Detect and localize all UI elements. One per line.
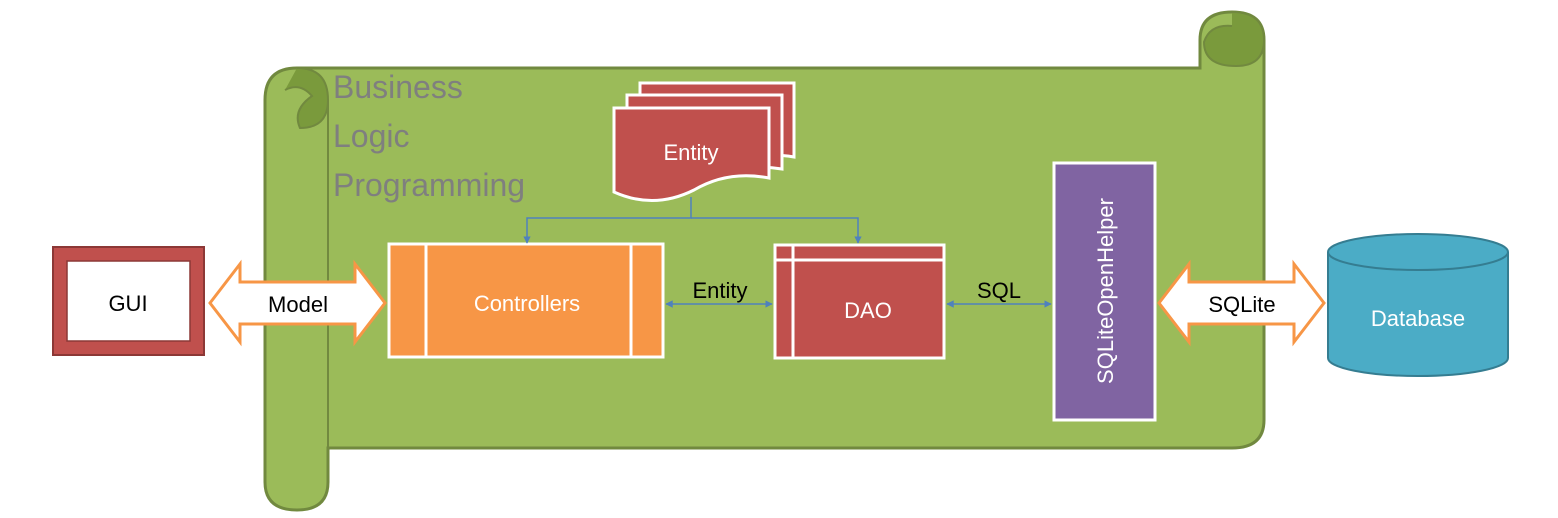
entity-connector: Entity xyxy=(665,278,773,308)
business-logic-scroll: Business Logic Programming xyxy=(263,10,1266,512)
model-label: Model xyxy=(268,292,328,317)
dao-label: DAO xyxy=(844,298,892,323)
sqliteopenhelper-node: SQLiteOpenHelper xyxy=(1052,161,1157,422)
controllers-label: Controllers xyxy=(474,291,580,316)
scroll-title-line-3: Programming xyxy=(333,167,525,203)
scroll-curl-right xyxy=(1202,11,1266,68)
gui-node: GUI xyxy=(52,246,205,356)
entity-label: Entity xyxy=(663,140,718,165)
sqlite-arrow: SQLite xyxy=(1157,259,1326,347)
dao-node: DAO xyxy=(773,243,946,360)
controllers-node: Controllers xyxy=(387,242,665,359)
entity-node: Entity xyxy=(612,81,796,202)
scroll-title-line-1: Business xyxy=(333,69,463,105)
scroll-title-line-2: Logic xyxy=(333,118,410,154)
entity-connector-label: Entity xyxy=(692,278,747,303)
model-arrow: Model xyxy=(208,259,387,347)
sql-label: SQL xyxy=(977,278,1021,303)
database-label: Database xyxy=(1371,306,1465,331)
sql-connector: SQL xyxy=(946,278,1052,308)
entity-flow-lines xyxy=(523,197,862,244)
database-node: Database xyxy=(1327,233,1509,377)
scroll-curl-left xyxy=(284,67,330,130)
sqliteopenhelper-label: SQLiteOpenHelper xyxy=(1093,198,1118,384)
gui-label: GUI xyxy=(108,291,147,316)
sqlite-label: SQLite xyxy=(1208,292,1275,317)
